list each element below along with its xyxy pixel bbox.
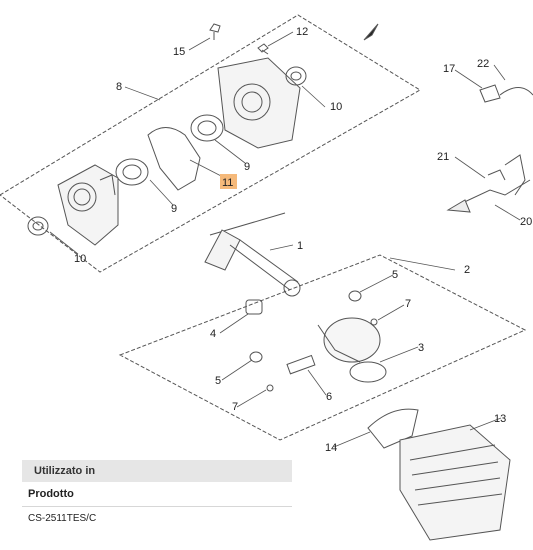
washer-upper	[348, 290, 362, 302]
piston-ring	[349, 361, 387, 383]
callout-10-right: 10	[330, 101, 342, 113]
callout-4: 4	[210, 328, 216, 340]
used-in-header: Utilizzato in	[22, 460, 292, 482]
crankcase-panel-outline	[0, 14, 421, 273]
callout-17: 17	[443, 63, 455, 75]
callout-3: 3	[418, 342, 424, 354]
callout-13: 13	[494, 413, 506, 425]
callout-11-highlight	[220, 174, 237, 189]
callout-10-left: 10	[74, 253, 86, 265]
callout-9-right: 9	[244, 161, 250, 173]
callout-5-lower: 5	[215, 375, 221, 387]
callout-2: 2	[464, 264, 470, 276]
needle-bearing	[245, 299, 263, 315]
callout-5-upper: 5	[392, 269, 398, 281]
fuel-components	[446, 84, 533, 213]
cylinder	[399, 424, 511, 541]
clip-upper	[370, 318, 378, 326]
gasket	[147, 127, 201, 191]
crankcase-left-half	[57, 164, 119, 246]
callout-8: 8	[116, 81, 122, 93]
callout-7-upper: 7	[405, 298, 411, 310]
callout-12: 12	[296, 26, 308, 38]
callout-20: 20	[520, 216, 532, 228]
washer-lower	[249, 351, 263, 363]
piston-pin	[286, 354, 316, 375]
callout-22: 22	[477, 58, 489, 70]
screw-12	[257, 43, 269, 55]
bearing-right	[190, 114, 224, 142]
callout-7-lower: 7	[232, 401, 238, 413]
seal-right	[285, 66, 307, 86]
bearing-left	[115, 158, 149, 186]
product-link[interactable]: CS-2511TES/C	[28, 513, 97, 524]
crankshaft	[204, 212, 301, 297]
screw-15	[209, 23, 221, 40]
callout-21: 21	[437, 151, 449, 163]
callouts: 15 12 8 10 9 11 9 10 1 2 5 7 4 3 5 7 6 1…	[74, 26, 532, 454]
crankcase-right-half	[217, 57, 301, 149]
callout-11: 11	[222, 177, 233, 189]
cylinder-panel-outline	[118, 254, 527, 441]
callout-14: 14	[325, 442, 337, 454]
used-in-panel: Utilizzato in Prodotto CS-2511TES/C	[22, 460, 292, 531]
cylinder-gasket	[367, 408, 419, 449]
callout-9-left: 9	[171, 203, 177, 215]
clip-lower	[266, 384, 274, 392]
direction-arrow	[363, 23, 379, 41]
callout-1: 1	[297, 240, 303, 252]
callout-15: 15	[173, 46, 185, 58]
leader-lines	[49, 31, 521, 448]
product-column-header: Prodotto	[22, 482, 292, 507]
piston	[317, 317, 381, 363]
callout-6: 6	[326, 391, 332, 403]
seal-left	[27, 216, 49, 236]
